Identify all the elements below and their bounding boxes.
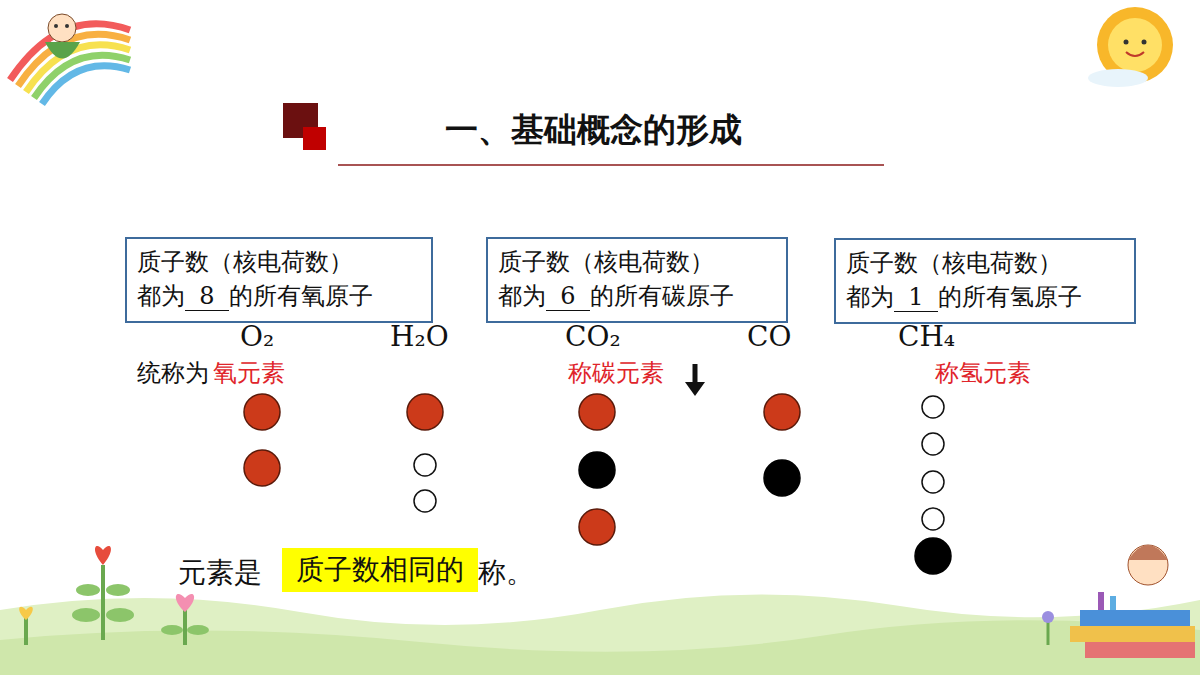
element-name: 称碳元素 [568,358,664,388]
definition-text: 元素是 [178,555,262,591]
fairy [45,14,80,59]
concept-box: 质子数（核电荷数）都为8的所有氧原子 [125,237,433,323]
element-name: 称氢元素 [935,358,1031,388]
box-text: 质子数（核电荷数） [137,245,421,279]
highlighted-definition: 质子数相同的 [282,548,478,592]
chemical-formula: CH₄ [898,320,955,354]
concept-box: 质子数（核电荷数）都为1的所有氢原子 [834,238,1136,324]
box-text: 都为 [137,282,185,310]
ground-front [0,620,1200,675]
box-text: 质子数（核电荷数） [846,246,1124,280]
ch4-model [915,396,951,574]
chemical-formula: H₂O [390,320,449,354]
small-flower [1042,611,1054,645]
co-model [764,394,800,496]
down-arrow [685,364,705,396]
box-text: 的所有氢原子 [938,283,1082,311]
concept-box: 质子数（核电荷数）都为6的所有碳原子 [486,237,788,323]
box-text: 的所有氧原子 [229,282,373,310]
title-icon [303,127,326,150]
atom-models [244,394,951,574]
chemical-formula: O₂ [240,320,274,354]
o2-model [244,394,280,486]
box-text: 都为 [846,283,894,311]
text-label: 统称为 [137,358,209,388]
answer-blank: 6 [546,282,590,311]
answer-blank: 1 [894,283,938,312]
answer-blank: 8 [185,282,229,311]
slide-title: 一、基础概念的形成 [445,108,742,153]
chemical-formula: CO [747,320,791,354]
box-text: 的所有碳原子 [590,282,734,310]
box-line: 都为8的所有氧原子 [137,279,421,313]
definition-text: 称。 [478,555,534,591]
reading-girl [1070,545,1195,658]
element-name: 氧元素 [213,358,285,388]
ground [0,594,1200,675]
box-line: 都为1的所有氢原子 [846,280,1124,314]
sun [1088,7,1173,87]
box-text: 质子数（核电荷数） [498,245,776,279]
co2-model [579,394,615,545]
box-line: 都为6的所有碳原子 [498,279,776,313]
title-rule [338,164,884,166]
chemical-formula: CO₂ [565,320,621,354]
h2o-model [407,394,443,512]
box-text: 都为 [498,282,546,310]
